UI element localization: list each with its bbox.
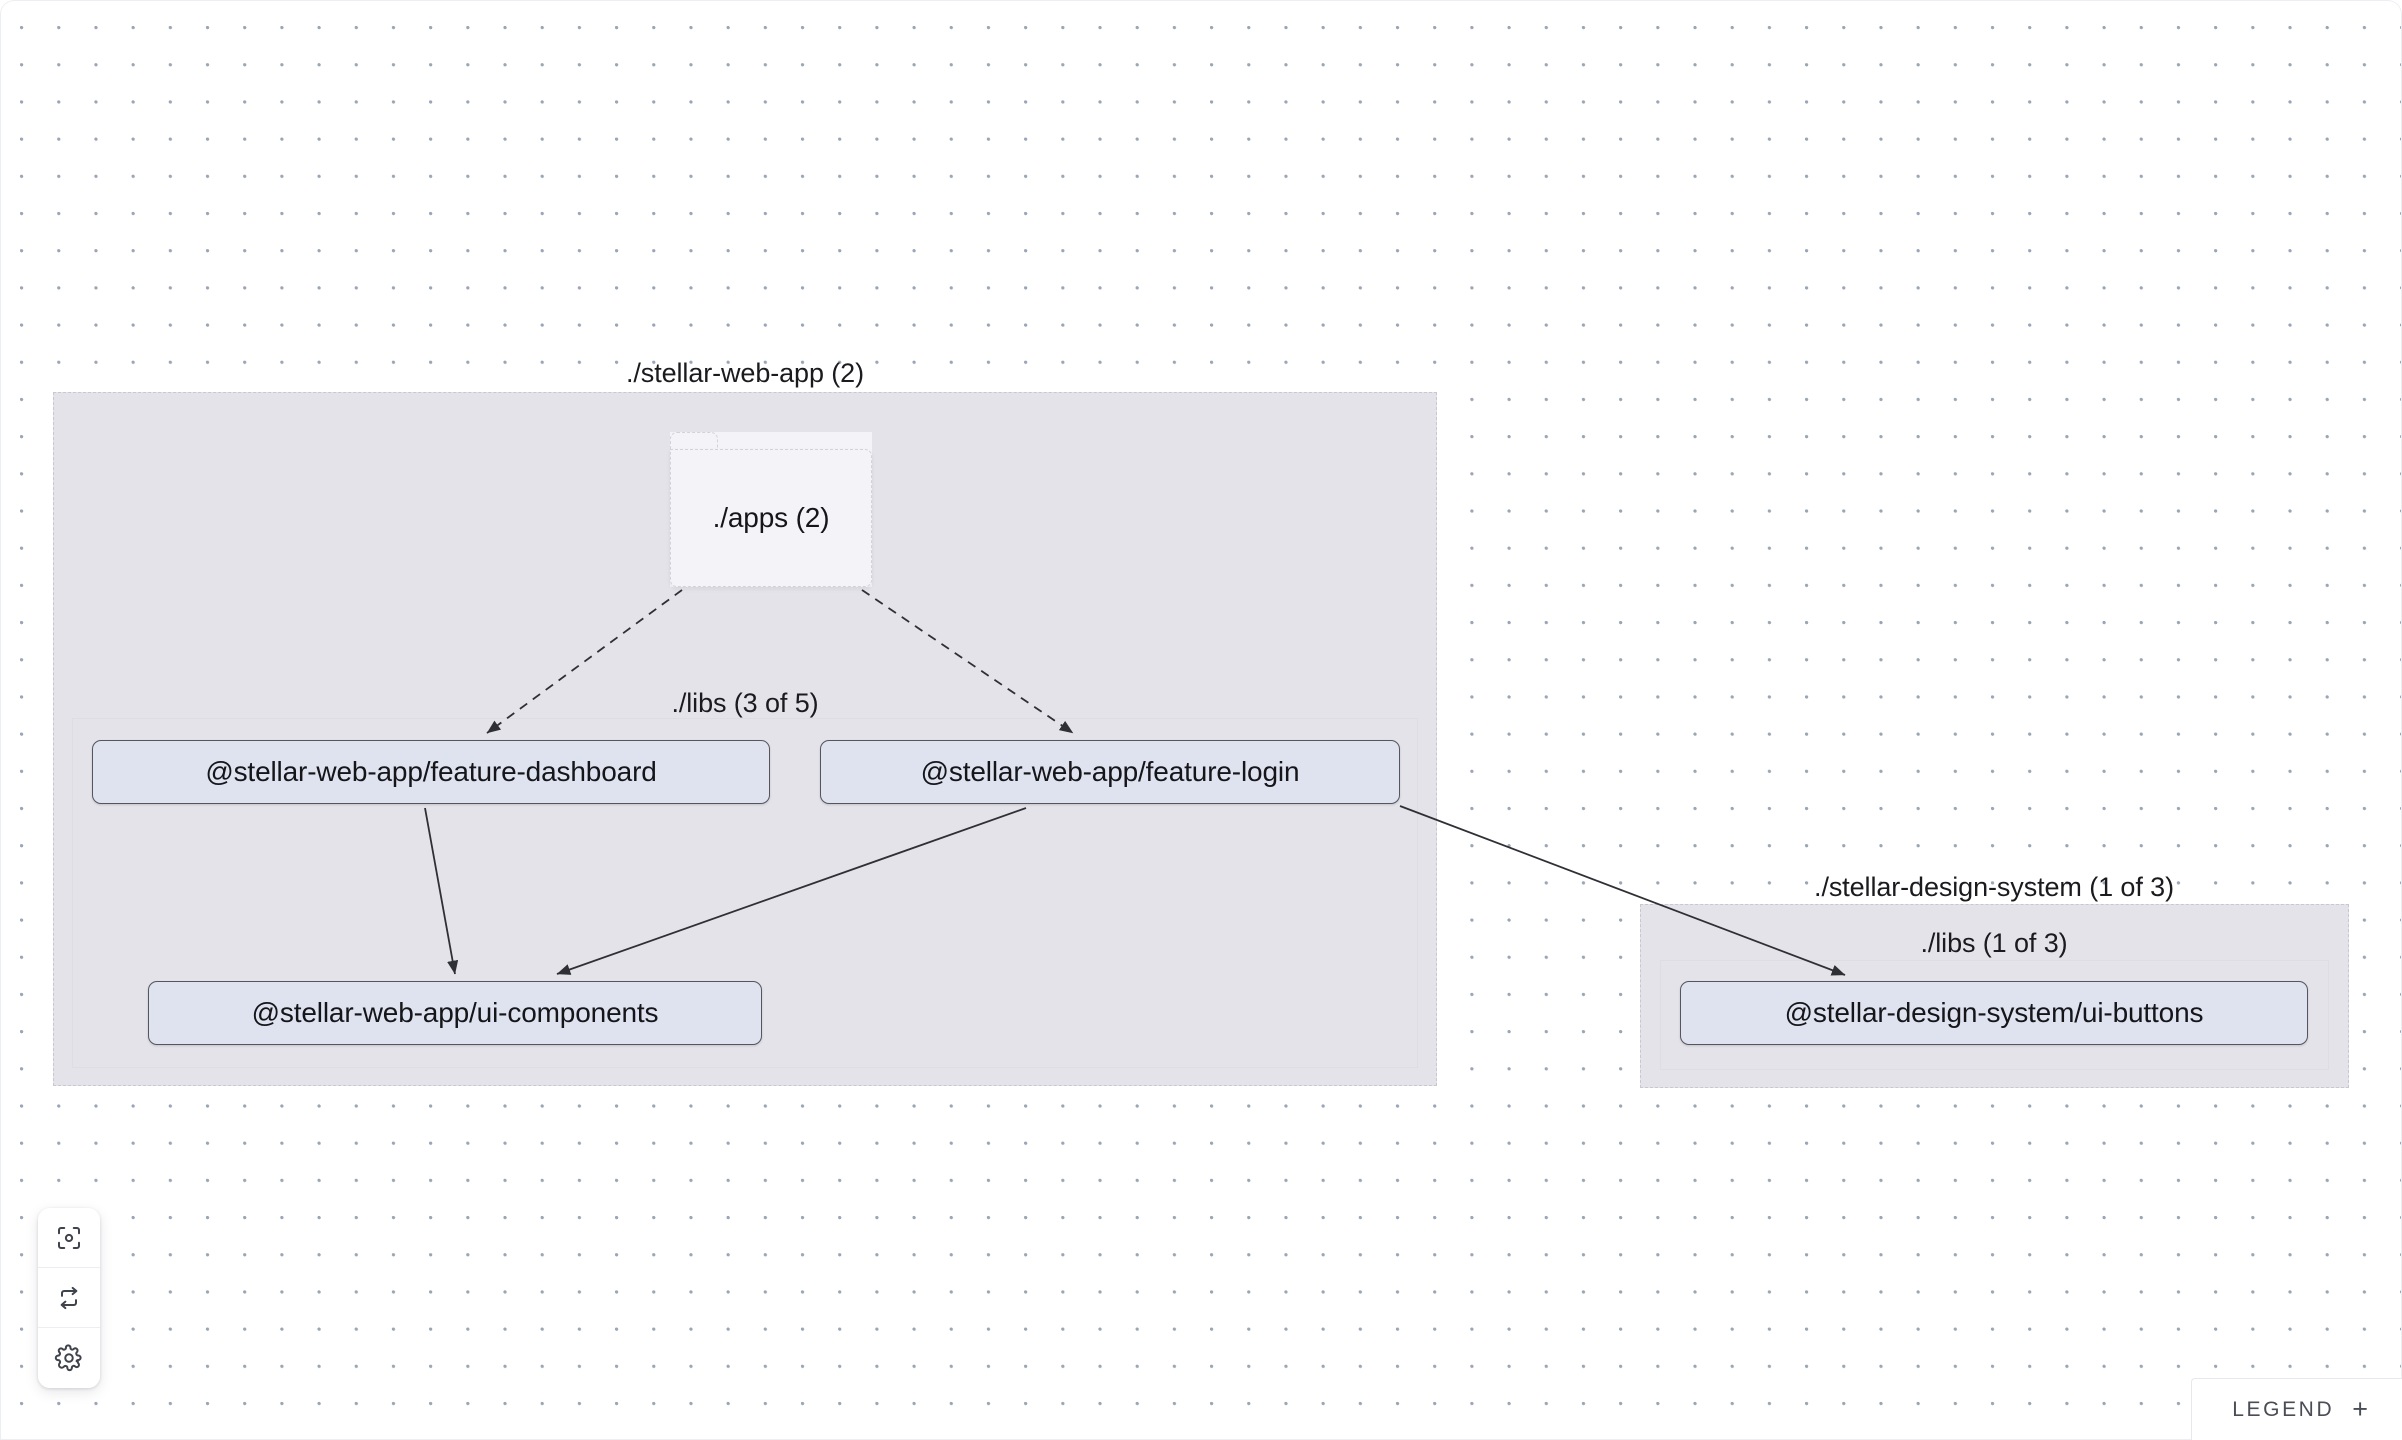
group-stellar-design-system-libs[interactable]: [1660, 960, 2329, 1070]
node-feature-dashboard[interactable]: @stellar-web-app/feature-dashboard: [92, 740, 770, 804]
group-title-stellar-web-app: ./stellar-web-app (2): [626, 358, 864, 388]
focus-graph-button[interactable]: [38, 1208, 100, 1268]
legend-toggle-button[interactable]: LEGEND +: [2191, 1378, 2402, 1440]
refresh-icon: [54, 1283, 84, 1313]
settings-button[interactable]: [38, 1328, 100, 1388]
gear-icon: [54, 1343, 84, 1373]
node-apps[interactable]: ./apps (2): [670, 432, 872, 587]
refresh-graph-button[interactable]: [38, 1268, 100, 1328]
node-feature-login[interactable]: @stellar-web-app/feature-login: [820, 740, 1400, 804]
group-title-stellar-web-app-libs: ./libs (3 of 5): [671, 688, 819, 718]
group-title-stellar-design-system: ./stellar-design-system (1 of 3): [1814, 872, 2174, 902]
focus-target-icon: [54, 1223, 84, 1253]
group-title-stellar-design-system-libs: ./libs (1 of 3): [1920, 928, 2068, 958]
graph-toolbar: [38, 1208, 100, 1388]
plus-icon: +: [2352, 1394, 2368, 1424]
node-ui-buttons[interactable]: @stellar-design-system/ui-buttons: [1680, 981, 2308, 1045]
legend-label: LEGEND: [2232, 1397, 2335, 1421]
node-apps-label: ./apps (2): [670, 449, 872, 587]
node-ui-components[interactable]: @stellar-web-app/ui-components: [148, 981, 762, 1045]
folder-tab-icon: [670, 432, 718, 453]
